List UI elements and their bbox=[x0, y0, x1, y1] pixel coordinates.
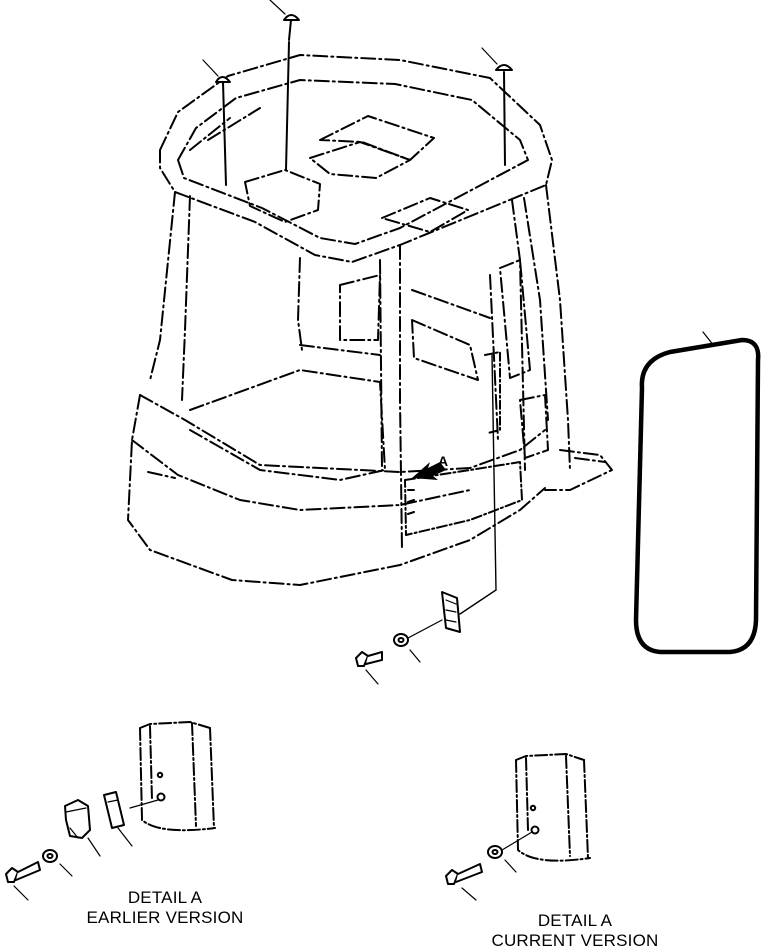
cab-frame bbox=[127, 54, 613, 586]
view-marker-label: A bbox=[438, 453, 448, 469]
roof-bolt-right bbox=[481, 47, 513, 166]
detail-a-earlier-title: DETAIL A bbox=[127, 888, 203, 907]
detail-a-earlier-subtitle: EARLIER VERSION bbox=[86, 908, 244, 927]
detail-a-current-subtitle: CURRENT VERSION bbox=[491, 931, 659, 950]
detail-a-current-caption: DETAIL A CURRENT VERSION bbox=[465, 911, 685, 951]
roof-bolt-center bbox=[269, 0, 300, 171]
washer-main bbox=[393, 619, 443, 663]
view-arrow-a bbox=[412, 462, 446, 480]
detail-a-current-title: DETAIL A bbox=[537, 911, 613, 930]
roof-bolt-left bbox=[202, 59, 231, 186]
latch-plate bbox=[441, 351, 501, 633]
detail-a-current bbox=[445, 753, 591, 901]
bolt-main bbox=[355, 651, 383, 685]
window-seal bbox=[633, 331, 761, 655]
detail-a-earlier bbox=[5, 721, 216, 901]
door-panel bbox=[404, 461, 523, 536]
detail-a-earlier-caption: DETAIL A EARLIER VERSION bbox=[60, 888, 270, 928]
